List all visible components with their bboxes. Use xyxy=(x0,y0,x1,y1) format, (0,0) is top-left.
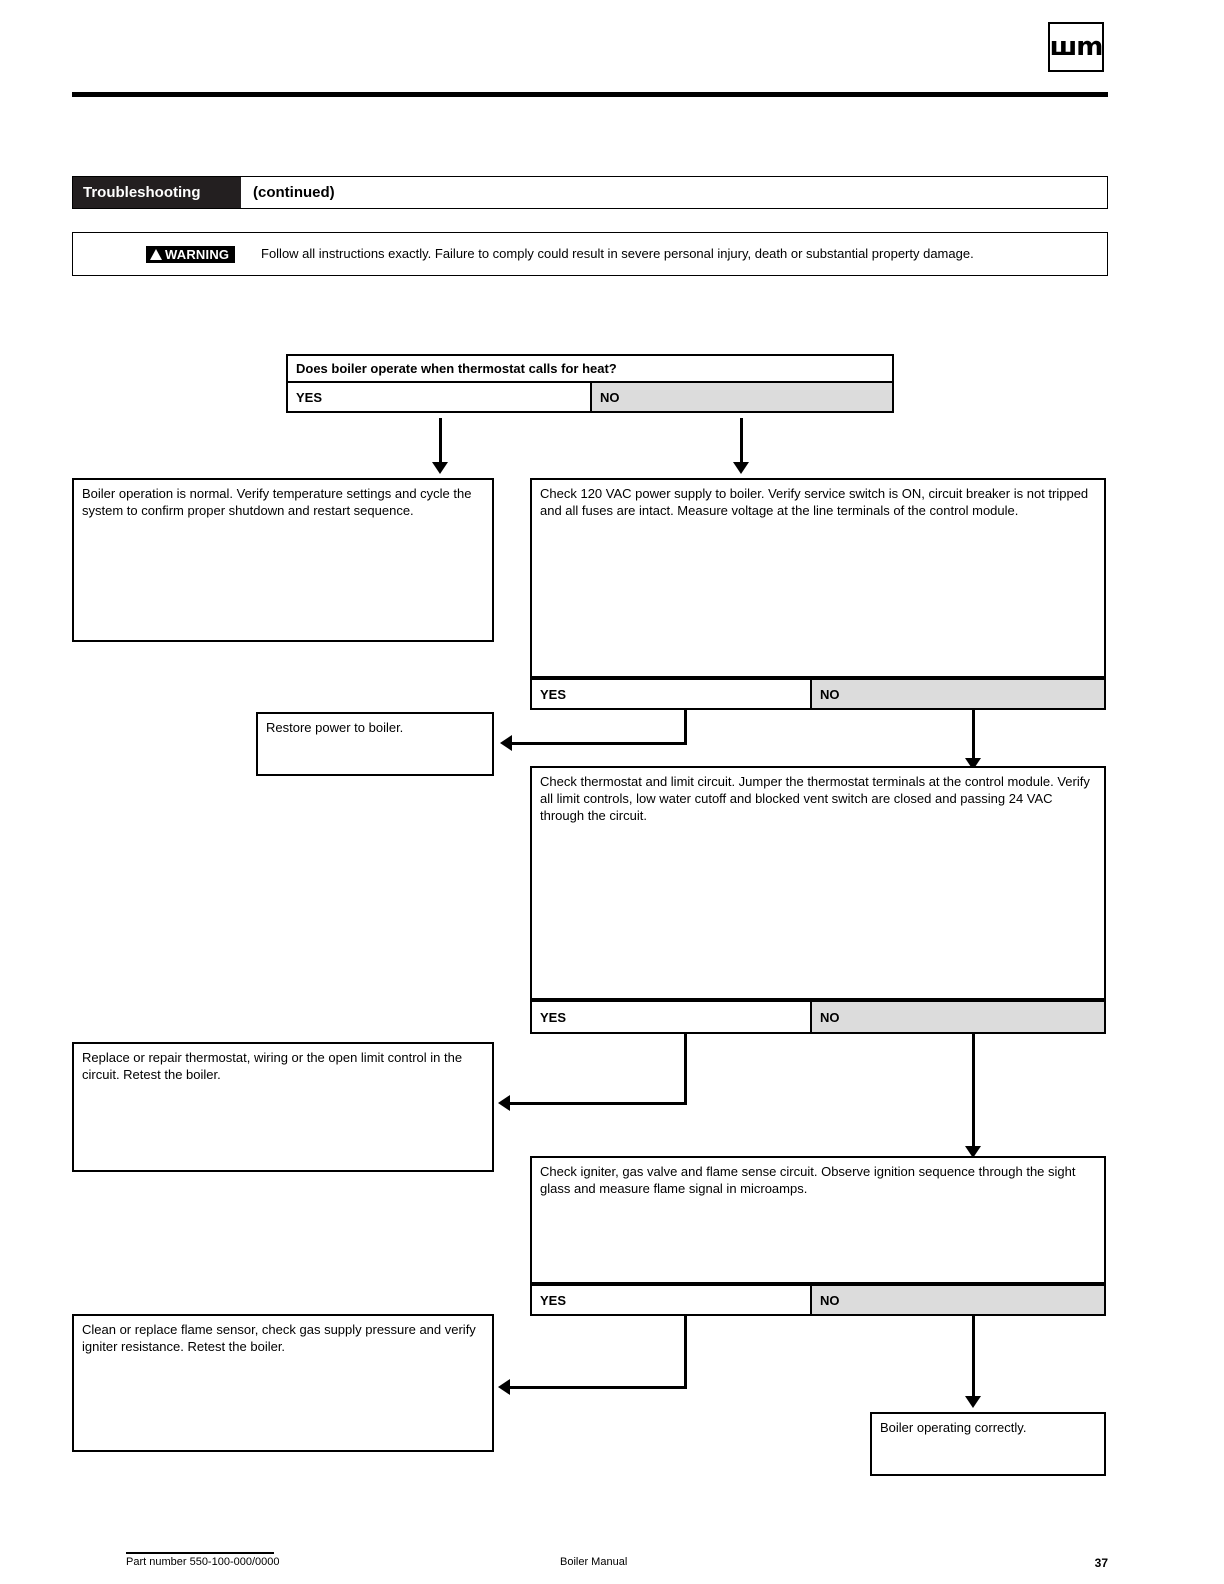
step1-no-result-box: Restore power to boiler. xyxy=(256,712,494,776)
top-decision-question: Does boiler operate when thermostat call… xyxy=(288,356,892,383)
footer-divider xyxy=(126,1552,274,1554)
final-result-box: Boiler operating correctly. xyxy=(870,1412,1106,1476)
arrow-head-step2-no xyxy=(965,1146,981,1158)
step1-no: NO xyxy=(812,680,1104,708)
section-title: (continued) xyxy=(253,184,335,201)
brand-logo: шm xyxy=(1048,22,1104,72)
warning-text: Follow all instructions exactly. Failure… xyxy=(261,245,974,261)
arrow-line-step2-yes-h xyxy=(510,1102,687,1105)
step2-box: Check thermostat and limit circuit. Jump… xyxy=(530,766,1106,1000)
step2-text: Check thermostat and limit circuit. Jump… xyxy=(540,774,1090,823)
arrow-head-step3-no xyxy=(965,1396,981,1408)
arrow-line-step1-yes-v xyxy=(684,710,687,744)
final-result-text: Boiler operating correctly. xyxy=(880,1420,1027,1435)
step1-answer-row: YES NO xyxy=(530,678,1106,710)
arrow-line-step3-yes-v xyxy=(684,1316,687,1388)
step1-yes: YES xyxy=(532,680,812,708)
step2-answer-row: YES NO xyxy=(530,1000,1106,1034)
arrow-head-yes-top xyxy=(432,462,448,474)
step1-text: Check 120 VAC power supply to boiler. Ve… xyxy=(540,486,1089,518)
warning-bar: Follow all instructions exactly. Failure… xyxy=(72,232,1108,276)
step2-no: NO xyxy=(812,1002,1104,1032)
yes-branch-text: Boiler operation is normal. Verify tempe… xyxy=(82,486,472,518)
top-decision-no: NO xyxy=(590,383,892,411)
section-title-bar: Troubleshooting (continued) xyxy=(72,176,1108,209)
step3-answer-row: YES NO xyxy=(530,1284,1106,1316)
step2-no-result-box: Replace or repair thermostat, wiring or … xyxy=(72,1042,494,1172)
section-tab-label: Troubleshooting xyxy=(73,177,241,208)
page-number: 37 xyxy=(1094,1556,1108,1570)
warning-badge: WARNING xyxy=(146,246,236,263)
arrow-head-step3-yes xyxy=(498,1379,510,1395)
arrow-line-step1-no xyxy=(972,710,975,764)
step3-yes: YES xyxy=(532,1286,812,1314)
step1-no-result-text: Restore power to boiler. xyxy=(266,720,404,735)
step3-no-result-box: Clean or replace flame sensor, check gas… xyxy=(72,1314,494,1452)
top-decision-yes: YES xyxy=(296,389,323,405)
footer-doc-code: Boiler Manual xyxy=(560,1556,628,1568)
warning-triangle-icon xyxy=(150,249,162,260)
step3-no: NO xyxy=(812,1286,1104,1314)
top-decision-answers: YES NO xyxy=(288,383,892,411)
footer-note: Part number 550-100-000/0000 xyxy=(126,1556,280,1568)
arrow-line-step1-yes-h xyxy=(512,742,687,745)
arrow-head-step1-yes xyxy=(500,735,512,751)
arrow-line-step3-no xyxy=(972,1316,975,1402)
step2-no-result-text: Replace or repair thermostat, wiring or … xyxy=(82,1050,463,1082)
arrow-line-yes-top xyxy=(439,418,442,466)
step2-yes: YES xyxy=(532,1002,812,1032)
step1-box: Check 120 VAC power supply to boiler. Ve… xyxy=(530,478,1106,678)
top-decision-table: Does boiler operate when thermostat call… xyxy=(286,354,894,413)
step3-no-result-text: Clean or replace flame sensor, check gas… xyxy=(82,1322,476,1354)
arrow-line-step2-yes-v xyxy=(684,1034,687,1104)
arrow-line-step3-yes-h xyxy=(510,1386,687,1389)
step3-text: Check igniter, gas valve and flame sense… xyxy=(540,1164,1076,1196)
arrow-line-step2-no xyxy=(972,1034,975,1152)
arrow-head-no-top xyxy=(733,462,749,474)
warning-badge-label: WARNING xyxy=(165,247,230,262)
logo-glyph: шm xyxy=(1049,32,1104,62)
step3-box: Check igniter, gas valve and flame sense… xyxy=(530,1156,1106,1284)
arrow-line-no-top xyxy=(740,418,743,466)
yes-branch-box: Boiler operation is normal. Verify tempe… xyxy=(72,478,494,642)
header-divider xyxy=(72,92,1108,97)
arrow-head-step2-yes xyxy=(498,1095,510,1111)
